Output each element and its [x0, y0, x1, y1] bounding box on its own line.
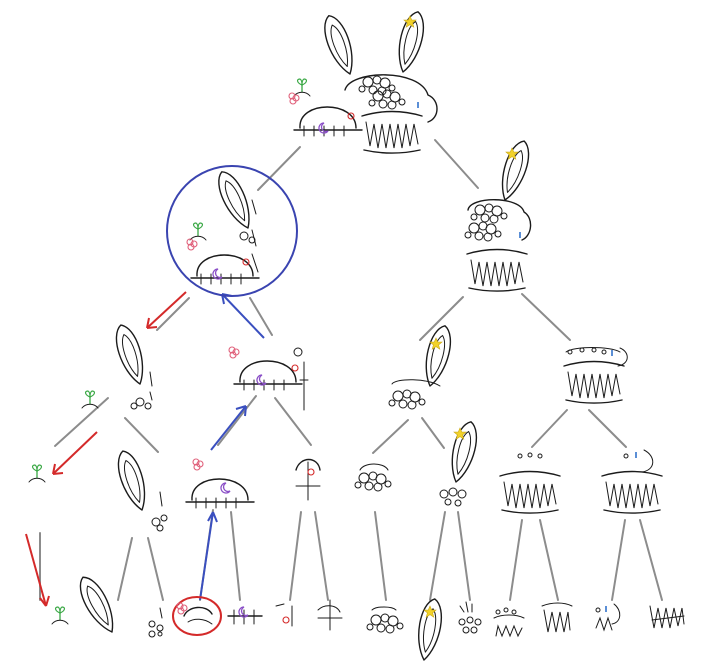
tree-node-leaf-1: [28, 464, 46, 483]
edge-r3b: [429, 511, 446, 601]
up-arrow: [199, 511, 218, 601]
tree-node-l3-4: [295, 458, 321, 501]
tree-node-leaf-4: [148, 607, 164, 638]
highlight-circle: [166, 165, 298, 297]
moon-icon: [220, 482, 231, 494]
edge-r3d: [509, 519, 523, 601]
edge-r3e: [539, 519, 559, 601]
flower-icon: [288, 92, 300, 105]
flower-icon: [192, 458, 204, 471]
tree-node-leaf-15: [649, 605, 685, 629]
star-icon: [403, 15, 417, 28]
flower-icon: [228, 346, 240, 359]
tree-node-leaf-11: [458, 601, 482, 634]
edge-r3f: [611, 519, 626, 601]
tree-node-leaf-14: [595, 603, 621, 632]
bubble-cluster-icon: [354, 471, 392, 492]
edge-r2b: [421, 417, 445, 449]
up-arrow: [210, 405, 247, 451]
edge-root-right: [434, 139, 479, 189]
tree-node-leaf-13: [541, 602, 573, 633]
tree-node-root: [288, 8, 438, 154]
sprout-icon: [28, 464, 46, 483]
tree-node-l2-2: [228, 346, 309, 411]
tree-node-leaf-7: [275, 603, 293, 627]
up-arrow: [221, 293, 265, 339]
tree-node-l2-3: [388, 322, 456, 410]
tree-node-l3-3: [185, 458, 255, 509]
tree-node-leaf-8: [317, 599, 343, 631]
tree-node-leaf-6: [227, 606, 263, 625]
traversal-arrows: [25, 291, 265, 607]
tree-node-leaf-3: [72, 571, 122, 638]
tree-node-left-l1: [166, 165, 298, 297]
edge-root-left: [257, 146, 301, 191]
tree-node-l3-1: [81, 390, 99, 409]
tree-node-l3-7: [499, 452, 561, 514]
bubble-cluster-icon: [366, 613, 404, 634]
sprout-icon: [51, 606, 69, 625]
bubble-cluster-icon: [470, 203, 508, 224]
edge-r3g: [639, 519, 663, 601]
edge-l2d: [274, 397, 312, 446]
edge-r3a: [374, 511, 387, 601]
sprout-icon: [81, 390, 99, 409]
bubble-cluster-icon: [368, 89, 406, 110]
sprout-icon: [189, 222, 207, 241]
edge-l3g: [314, 511, 329, 601]
sprout-icon: [293, 78, 311, 97]
edge-l1b: [249, 297, 273, 336]
bubble-cluster-icon: [388, 389, 426, 410]
tree-node-l3-8: [601, 449, 663, 514]
tree-node-l3-6: [439, 418, 482, 507]
edge-l2c: [217, 395, 257, 446]
down-arrow: [25, 533, 50, 607]
bubble-cluster-icon: [464, 221, 502, 242]
edge-l1a: [156, 297, 190, 331]
edge-l3e: [230, 511, 241, 601]
edge-r2d: [588, 409, 627, 448]
down-arrow: [52, 431, 98, 475]
edge-l3f: [289, 511, 302, 601]
tree-edges: [39, 139, 663, 601]
edge-l2a: [54, 397, 109, 447]
edge-r2a: [372, 419, 409, 454]
down-arrow: [146, 291, 187, 329]
edge-l2b: [124, 417, 159, 453]
tree-node-l3-5: [354, 463, 392, 492]
tree-node-leaf-10: [412, 596, 446, 663]
bubble-cluster-icon: [358, 75, 396, 96]
tree-node-leaf-5: [172, 596, 222, 636]
edge-r3c: [457, 511, 471, 601]
edge-l3c: [147, 537, 164, 601]
edge-r2c: [531, 409, 568, 448]
star-icon: [453, 427, 467, 440]
tree-node-l2-1: [110, 321, 153, 410]
edge-r1b: [521, 293, 571, 341]
edge-l3b: [117, 537, 133, 601]
tree-node-leaf-9: [366, 606, 404, 634]
leaf-highlight-circle: [172, 596, 222, 636]
tree-node-right-l1: [464, 137, 535, 292]
tree-node-leaf-12: [493, 607, 525, 638]
tree-node-l2-4: [563, 347, 628, 404]
tree-node-leaf-2: [51, 606, 69, 625]
flower-icon: [186, 238, 198, 251]
tree-node-l3-2: [112, 447, 168, 532]
edge-r1a: [419, 296, 464, 341]
